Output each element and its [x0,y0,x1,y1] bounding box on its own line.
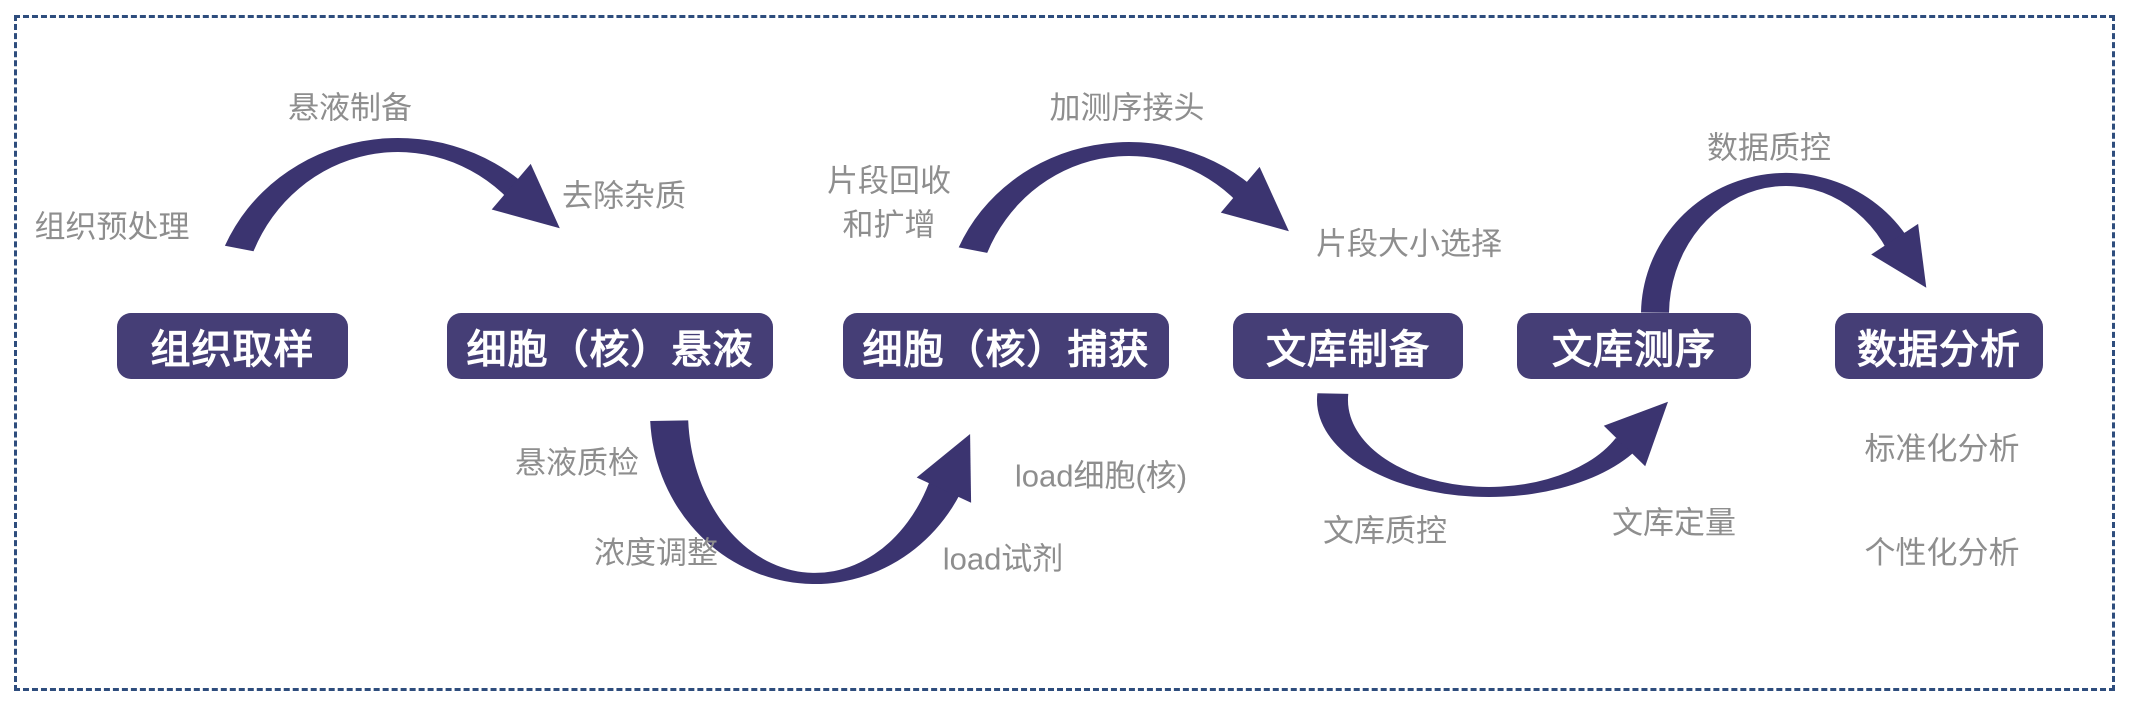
curved-arrow-1-2-band [224,137,531,252]
label-library-qc: 文库质控 [1323,513,1447,549]
label-personalized-analysis: 个性化分析 [1864,535,2020,571]
step-label: 数据分析 [1857,328,2021,372]
curved-arrow-3-4 [958,142,1289,253]
step-label: 文库制备 [1266,328,1430,372]
label-fragment-size-selection: 片段大小选择 [1316,226,1502,262]
curved-arrow-2-3-head-icon [916,434,972,503]
curved-arrow-4-5-band [1316,393,1644,498]
label-impurity-removal: 去除杂质 [562,178,686,214]
step-box-library-sequencing: 文库测序 [1517,313,1751,379]
label-data-qc: 数据质控 [1707,130,1831,166]
label-suspension-qc: 悬液质检 [515,445,639,481]
label-fragment-recovery-line2: 和扩增 [842,207,936,243]
curved-arrow-5-6 [1641,172,1927,313]
curved-arrow-1-2-head-icon [491,163,560,229]
curved-arrow-5-6-band [1641,172,1912,313]
step-label: 文库测序 [1552,328,1716,372]
curved-arrow-4-5 [1316,393,1668,498]
step-box-tissue-sampling: 组织取样 [117,313,348,379]
step-box-library-prep: 文库制备 [1233,313,1463,379]
step-box-data-analysis: 数据分析 [1835,313,2043,379]
curved-arrow-4-5-head-icon [1603,401,1668,467]
step-label: 细胞（核）悬液 [466,328,754,372]
label-load-cells: load细胞(核) [1014,458,1188,494]
label-concentration-adjustment: 浓度调整 [594,535,718,571]
label-library-quantification: 文库定量 [1612,505,1736,541]
step-label: 组织取样 [150,328,315,372]
curved-arrow-3-4-head-icon [1220,166,1289,232]
curved-arrow-2-3 [650,420,972,585]
label-suspension-preparation: 悬液制备 [288,90,412,126]
label-add-sequencing-adapter: 加测序接头 [1049,90,1205,126]
label-load-reagent: load试剂 [942,541,1064,577]
step-box-cell-capture: 细胞（核）捕获 [843,313,1169,379]
curved-arrow-5-6-head-icon [1871,223,1927,288]
label-standardized-analysis: 标准化分析 [1864,431,2020,467]
step-box-cell-suspension: 细胞（核）悬液 [447,313,773,379]
dashed-border [14,15,2115,691]
step-label: 细胞（核）捕获 [862,328,1150,372]
label-fragment-recovery-line1: 片段回收 [827,163,951,199]
label-tissue-pretreatment: 组织预处理 [34,209,190,245]
curved-arrow-1-2 [224,137,560,252]
curved-arrow-3-4-band [958,142,1260,253]
curved-arrow-2-3-band [650,420,966,585]
